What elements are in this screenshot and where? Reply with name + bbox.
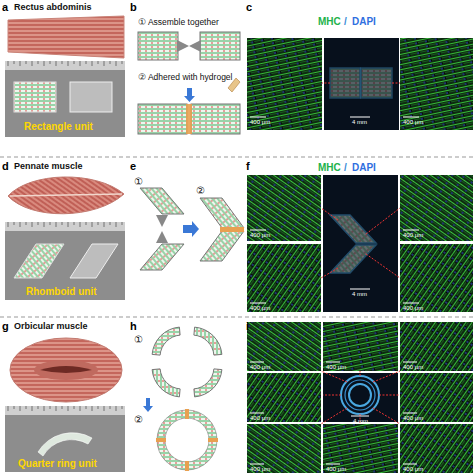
panel-letter: f bbox=[246, 160, 250, 172]
scale-bar-label: 400 μm bbox=[403, 466, 423, 473]
rhomboid-unit bbox=[140, 244, 184, 270]
stain-label: MHC bbox=[318, 16, 341, 27]
scale-bar-label: 400 μm bbox=[326, 364, 346, 371]
scale-bar-label: 4 mm bbox=[352, 291, 367, 298]
fluorescence-image bbox=[247, 322, 321, 371]
unit-label: Rhomboid unit bbox=[26, 286, 97, 297]
rhomboid-unit bbox=[200, 231, 244, 261]
rectangle-unit bbox=[138, 32, 178, 60]
step-number: ① bbox=[134, 334, 143, 345]
unit-photo bbox=[5, 222, 125, 300]
scale-bar-label: 4 mm bbox=[353, 418, 368, 425]
fluorescence-image bbox=[400, 38, 473, 130]
quarter-ring-units bbox=[152, 327, 222, 397]
panel-letter: b bbox=[130, 1, 137, 13]
hydrogel bbox=[186, 104, 192, 134]
fluorescence-image bbox=[323, 424, 398, 473]
rhomboid-unit bbox=[14, 244, 64, 278]
panel-letter: h bbox=[130, 320, 137, 332]
scale-bar-label: 400 μm bbox=[403, 232, 423, 239]
muscle-photo bbox=[10, 338, 122, 402]
unit-label: Rectangle unit bbox=[24, 121, 93, 132]
fluorescence-image bbox=[400, 322, 473, 371]
rectangle-unit bbox=[200, 32, 240, 60]
assembled-ring bbox=[156, 409, 218, 471]
fluorescence-image bbox=[400, 373, 473, 422]
fluorescence-image bbox=[247, 424, 321, 473]
step-number: ② bbox=[196, 185, 205, 196]
fluorescence-image bbox=[323, 322, 398, 371]
rhomboid-unit bbox=[70, 244, 118, 278]
step-arrow bbox=[184, 88, 195, 102]
unit-photo bbox=[5, 61, 125, 137]
panel-letter: a bbox=[2, 1, 8, 13]
fluorescence-image bbox=[323, 175, 398, 312]
separator bbox=[0, 317, 474, 318]
panel-letter: g bbox=[2, 320, 9, 332]
step-number: ① bbox=[134, 176, 143, 187]
panel-title: Pennate muscle bbox=[14, 162, 83, 172]
rectangle-unit bbox=[138, 104, 187, 134]
scale-bar-label: 400 μm bbox=[250, 119, 270, 126]
panel-letter: e bbox=[130, 160, 136, 172]
step-arrow bbox=[143, 398, 153, 412]
scale-bar-label: 400 μm bbox=[326, 466, 346, 473]
step-number: ② bbox=[134, 414, 143, 425]
fluorescence-image bbox=[247, 373, 321, 422]
fluorescence-image bbox=[247, 175, 321, 241]
fluorescence-image bbox=[400, 244, 473, 312]
rhomboid-unit bbox=[200, 198, 244, 228]
quarter-ring-unit bbox=[38, 433, 92, 456]
fluorescence-image bbox=[400, 424, 473, 473]
stain-label: / bbox=[344, 162, 347, 173]
scale-bar-label: 400 μm bbox=[250, 232, 270, 239]
scale-bar-label: 400 μm bbox=[403, 415, 423, 422]
rectangle-unit bbox=[191, 104, 240, 134]
scale-bar-label: 400 μm bbox=[403, 305, 423, 312]
scale-bar-label: 400 μm bbox=[250, 364, 270, 371]
fluorescence-image bbox=[247, 244, 321, 312]
muscle-photo bbox=[8, 16, 124, 58]
step-label: ① Assemble together bbox=[138, 18, 219, 27]
panel-title: Orbicular muscle bbox=[14, 322, 88, 332]
panel-letter: i bbox=[246, 320, 249, 332]
scale-bar-label: 400 μm bbox=[403, 364, 423, 371]
fluorescence-image bbox=[324, 38, 399, 130]
muscle-photo bbox=[8, 177, 124, 214]
stain-label: MHC bbox=[318, 162, 341, 173]
scale-bar-label: 400 μm bbox=[250, 415, 270, 422]
stain-label: DAPI bbox=[352, 16, 376, 27]
unit-label: Quarter ring unit bbox=[18, 458, 97, 469]
scale-bar-label: 400 μm bbox=[403, 119, 423, 126]
rhomboid-unit bbox=[140, 188, 184, 214]
scale-bar-label: 4 mm bbox=[352, 119, 367, 126]
separator bbox=[0, 157, 474, 158]
step-label: ② Adhered with hydrogel bbox=[138, 73, 232, 82]
hydrogel bbox=[220, 227, 244, 232]
scale-bar-label: 400 μm bbox=[250, 466, 270, 473]
fluorescence-image bbox=[400, 175, 473, 241]
stain-label: DAPI bbox=[352, 162, 376, 173]
panel-title: Rectus abdominis bbox=[14, 3, 92, 13]
unit-photo bbox=[5, 406, 125, 472]
fluorescence-image bbox=[247, 38, 322, 130]
rectangle-unit bbox=[70, 82, 112, 112]
rectangle-unit bbox=[14, 82, 56, 112]
step-arrow bbox=[183, 221, 199, 237]
stain-label: / bbox=[344, 16, 347, 27]
panel-letter: d bbox=[2, 160, 9, 172]
panel-letter: c bbox=[246, 1, 252, 13]
scale-bar-label: 400 μm bbox=[250, 305, 270, 312]
